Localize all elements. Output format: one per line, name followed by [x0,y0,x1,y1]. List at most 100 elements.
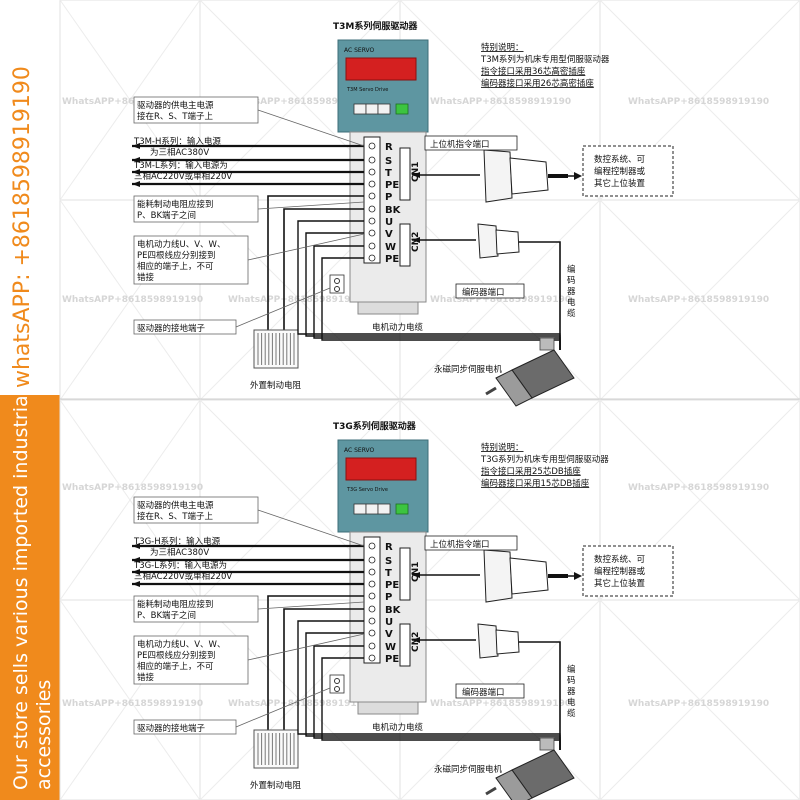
panel-title: T3G系列伺服驱动器 [333,420,417,432]
terminal-block [363,536,381,664]
drive-key-button [353,103,367,115]
enc-cable-arrowhead [412,237,420,243]
ann-brake-line1: 能耗制动电阻应接到 [137,599,214,610]
ann-l-line2: 三相AC220V或单相220V [134,571,232,582]
enc-port-box [455,283,525,299]
terminal-label-v: V [385,229,393,240]
controller-box [582,545,674,597]
panel-title: T3M系列伺服驱动器 [333,20,418,32]
ann-h-line1: T3M-H系列：输入电源 [133,136,221,147]
ann-motor-wires-line3: 相应的端子上，不可 [137,261,214,272]
cn2-label: CN2 [411,232,421,252]
encoder-cable [519,241,561,350]
terminal-screw [368,229,376,237]
motor-label: 永磁同步伺服电机 [434,764,503,775]
grid-diagonal [399,0,601,201]
ann-main-power-line1: 驱动器的供电主电源 [137,500,214,511]
encoder-cable-char: 缆 [567,708,576,719]
cn2-socket [399,223,411,267]
drive-key-button [365,503,379,515]
cn1-socket [399,147,411,201]
db-hood-cn1 [509,157,549,195]
terminal-screw [368,568,376,576]
controller-line1: 数控系统、可 [594,554,646,565]
terminal-screw [368,192,376,200]
drive-key-button [353,503,367,515]
ann-h-line2: 为三相AC380V [150,547,209,558]
grid-diagonal [399,399,601,601]
motor-cable-label: 电机动力电缆 [372,322,424,333]
encoder-cable-char: 电 [567,297,576,308]
cn2-label: CN2 [411,632,421,652]
terminal-label-p: P [385,192,392,203]
cn1-socket [399,547,411,601]
drive-bottom-bracket [357,301,419,315]
motor-connector [539,737,555,751]
watermark-text: WhatsAPP+8618598919190 [62,97,203,107]
sidebar: whatsAPP: +8618598919190 Our store sells… [0,0,60,800]
terminal-label-u: U [385,217,393,228]
power-wire-arrow [132,581,140,587]
terminal-screw [368,654,376,662]
terminal-screw [368,580,376,588]
terminal-label-pe: PE [385,580,399,591]
terminal-screw [368,629,376,637]
grid-diagonal [399,599,601,800]
resistor-label: 外置制动电阻 [250,380,302,391]
drive-brand: AC SERVO [344,447,375,454]
cmd-cable-arrowhead-right [574,172,582,180]
power-wire-arrow [132,569,140,575]
drive-display [345,57,417,81]
drive-enter-button [395,103,409,115]
watermark-text: WhatsAPP+8618598919190 [430,699,571,709]
cn1-label: CN1 [411,562,421,582]
grid-diagonal [59,599,201,800]
encoder-cable-char: 码 [567,676,576,686]
ann-motor-wires-line4: 错接 [137,672,155,683]
terminal-screw [368,542,376,550]
encoder-cable-char: 器 [567,687,576,697]
encoder-cable-char: 编 [567,664,576,675]
note-line2: 指令接口采用36芯高密插座 [481,66,586,77]
terminal-label-pe: PE [385,254,399,265]
ann-main-power-leader [257,509,365,547]
watermark-text: WhatsAPP+8618598919190 [430,97,571,107]
resistor-label: 外置制动电阻 [250,780,302,791]
terminal-block [363,136,381,264]
brake-wire-bk [283,608,364,730]
ann-main-power-line1: 驱动器的供电主电源 [137,100,214,111]
encoder-cable-char: 缆 [567,308,576,319]
terminal-screw [368,556,376,564]
sidebar-top [0,0,60,395]
note-title: 特别说明： [481,442,524,453]
drive-bottom-bracket [357,701,419,715]
power-wire-arrow [132,157,140,163]
power-wire-arrow [132,181,140,187]
grid-diagonal [199,0,401,201]
ground-screw [334,286,340,292]
ann-brake [133,195,259,223]
encoder-cable-char: 器 [567,287,576,297]
motor-shaft [485,786,497,796]
watermark-text: WhatsAPP+8618598919190 [430,295,571,305]
motor-connector [539,337,555,351]
watermark-text: WhatsAPP+8618598919190 [628,97,769,107]
encoder-cable-char: 码 [567,276,576,286]
cmd-port-box [424,535,518,551]
drive-model: T3M Servo Drive [346,87,388,93]
ann-brake-line2: P、BK端子之间 [137,210,196,221]
ann-motor-wires-leader [247,233,365,261]
terminal-screw [368,217,376,225]
terminal-label-bk: BK [385,205,402,216]
drive-brand: AC SERVO [344,47,375,54]
grid-diagonal [59,199,201,401]
cmd-cable-arrowhead-right [574,572,582,580]
brake-wire-p [267,195,364,330]
ann-brake-leader [257,601,365,610]
terminal-label-u: U [385,617,393,628]
terminal-label-pe: PE [385,180,399,191]
power-wire-arrow [132,543,140,549]
terminal-screw [368,168,376,176]
